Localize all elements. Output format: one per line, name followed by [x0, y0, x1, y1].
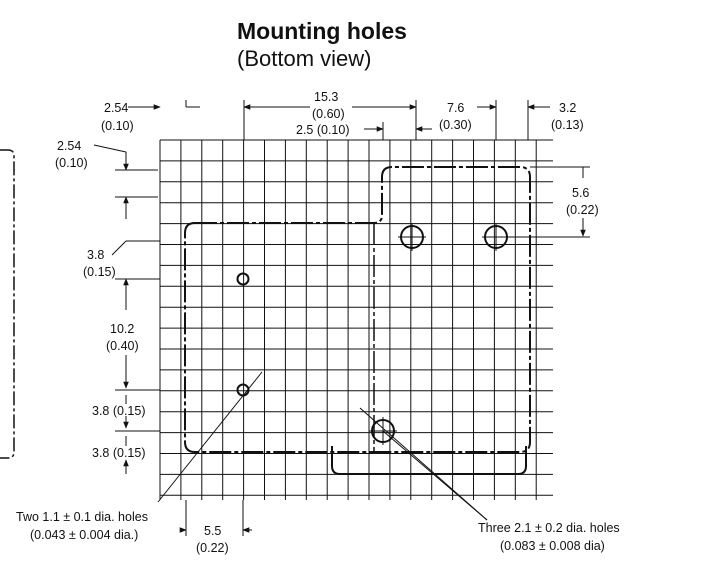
- dim-3-2-inch: (0.13): [551, 118, 584, 132]
- dim-5-5: 5.5: [204, 524, 221, 538]
- dim-15-3-inch: (0.60): [312, 107, 345, 121]
- dim-3-8-a-inch: (0.15): [83, 265, 116, 279]
- dim-7-6-inch: (0.30): [439, 118, 472, 132]
- small-hole-1: [236, 272, 250, 286]
- diagram-title: Mounting holes: [237, 18, 407, 44]
- diagram-subtitle: (Bottom view): [237, 46, 372, 71]
- dim-10-2-inch: (0.40): [106, 339, 139, 353]
- dim-2-5: 2.5 (0.10): [296, 123, 350, 137]
- dim-7-6: 7.6: [447, 101, 464, 115]
- dim-10-2: 10.2: [110, 322, 134, 336]
- dim-3-8-c: 3.8 (0.15): [92, 446, 146, 460]
- dim-2-54-left: 2.54: [57, 139, 81, 153]
- relay-outline: [184, 166, 531, 453]
- large-holes-note-inch: (0.083 ± 0.008 dia): [500, 539, 605, 553]
- small-holes-leader: [157, 371, 263, 503]
- dim-3-2: 3.2: [559, 101, 576, 115]
- dim-2-54-top-inch: (0.10): [101, 119, 134, 133]
- dim-2-54-left-inch: (0.10): [55, 156, 88, 170]
- dim-5-5-inch: (0.22): [196, 541, 229, 555]
- dim-5-6-inch: (0.22): [566, 203, 599, 217]
- dim-3-8-a: 3.8: [87, 248, 104, 262]
- pcb-grid: [159, 139, 553, 500]
- dim-15-3: 15.3: [314, 90, 338, 104]
- adjacent-outline: [0, 149, 15, 459]
- dim-3-8-b: 3.8 (0.15): [92, 404, 146, 418]
- relay-outline-lower: [331, 446, 527, 475]
- small-holes-note: Two 1.1 ± 0.1 dia. holes: [16, 510, 148, 524]
- large-hole-1: [398, 223, 426, 251]
- large-hole-2: [482, 223, 510, 251]
- small-hole-2: [236, 383, 250, 397]
- dim-5-6: 5.6: [572, 186, 589, 200]
- small-holes-note-inch: (0.043 ± 0.004 dia.): [30, 528, 138, 542]
- dim-2-54-top: 2.54: [104, 101, 128, 115]
- large-holes-note: Three 2.1 ± 0.2 dia. holes: [478, 521, 620, 535]
